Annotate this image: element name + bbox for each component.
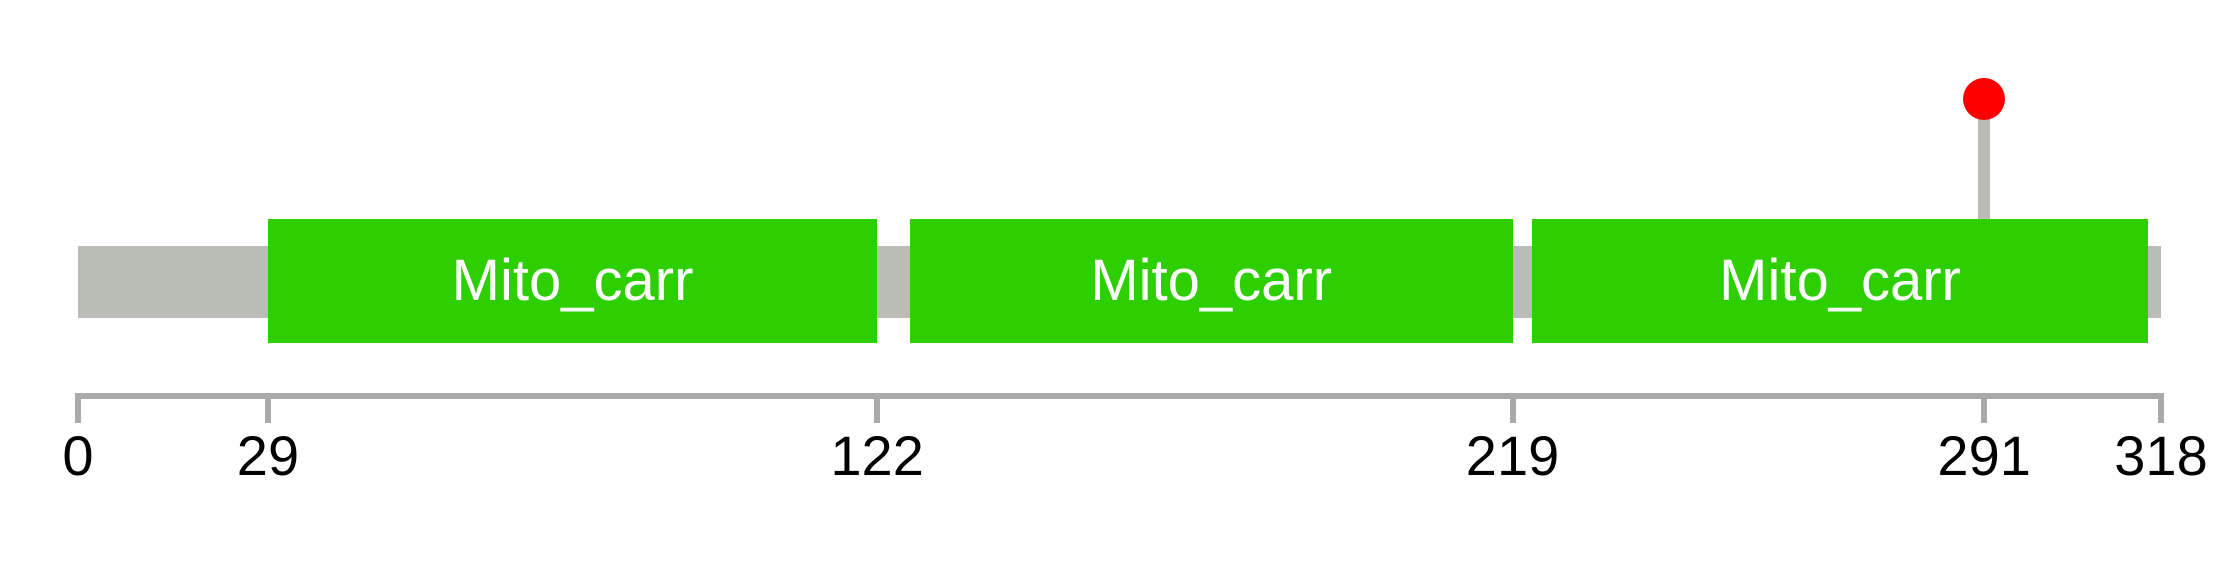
axis-tick bbox=[1509, 393, 1516, 423]
lollipop-stick bbox=[1978, 99, 1991, 221]
axis-tick-label: 0 bbox=[62, 424, 94, 487]
lollipop-marker bbox=[1963, 78, 2006, 120]
domain-box: Mito_carr bbox=[1532, 219, 2148, 343]
axis-tick-label: 122 bbox=[830, 424, 924, 487]
axis-tick-label: 29 bbox=[236, 424, 300, 487]
domain-label: Mito_carr bbox=[1090, 248, 1333, 313]
axis-tick-label: 219 bbox=[1465, 424, 1560, 487]
axis-tick-label: 291 bbox=[1937, 424, 2031, 487]
axis-tick bbox=[75, 393, 81, 423]
domain-box: Mito_carr bbox=[267, 219, 878, 343]
x-axis-line bbox=[75, 393, 2164, 399]
axis-tick bbox=[1981, 393, 1988, 423]
axis-tick bbox=[264, 393, 271, 423]
axis-tick-label: 318 bbox=[2114, 424, 2208, 487]
domain-box: Mito_carr bbox=[909, 219, 1513, 343]
domain-label: Mito_carr bbox=[451, 248, 694, 313]
domain-label: Mito_carr bbox=[1719, 248, 1961, 313]
axis-tick bbox=[2158, 393, 2164, 423]
axis-tick bbox=[874, 393, 881, 423]
